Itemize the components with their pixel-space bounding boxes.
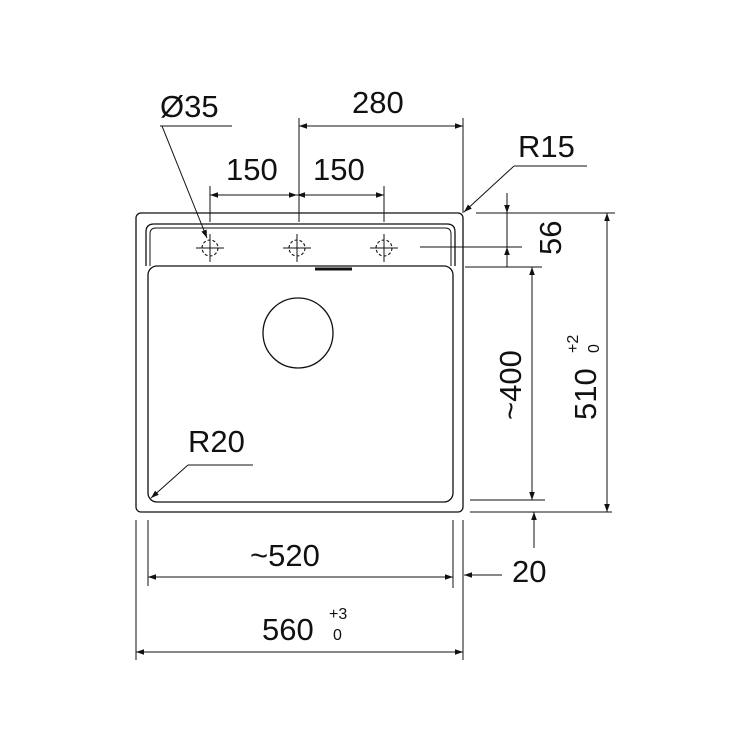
label-510-tol-plus: +2 — [565, 335, 582, 353]
tap-hole-right — [370, 234, 398, 262]
label-560-tol-plus: +3 — [329, 606, 347, 623]
label-hole-diameter: Ø35 — [160, 89, 219, 124]
label-150-left: 150 — [226, 152, 278, 187]
label-r15: R15 — [518, 129, 575, 164]
label-400: ~400 — [493, 350, 528, 420]
label-520: ~520 — [250, 538, 320, 573]
label-56: 56 — [533, 221, 568, 255]
label-20: 20 — [512, 554, 546, 589]
ledge-outline — [145, 223, 456, 266]
tap-hole-left — [196, 234, 224, 262]
tap-hole-center — [283, 234, 311, 262]
label-280: 280 — [352, 85, 404, 120]
label-560-tol-minus: 0 — [333, 627, 342, 644]
label-510-tol-minus: 0 — [586, 344, 603, 353]
label-r20: R20 — [188, 424, 245, 459]
label-150-right: 150 — [313, 152, 365, 187]
drain-circle — [262, 297, 334, 369]
label-510: 510 — [568, 368, 603, 420]
basin-outline — [147, 265, 454, 503]
label-560: 560 — [262, 612, 314, 647]
